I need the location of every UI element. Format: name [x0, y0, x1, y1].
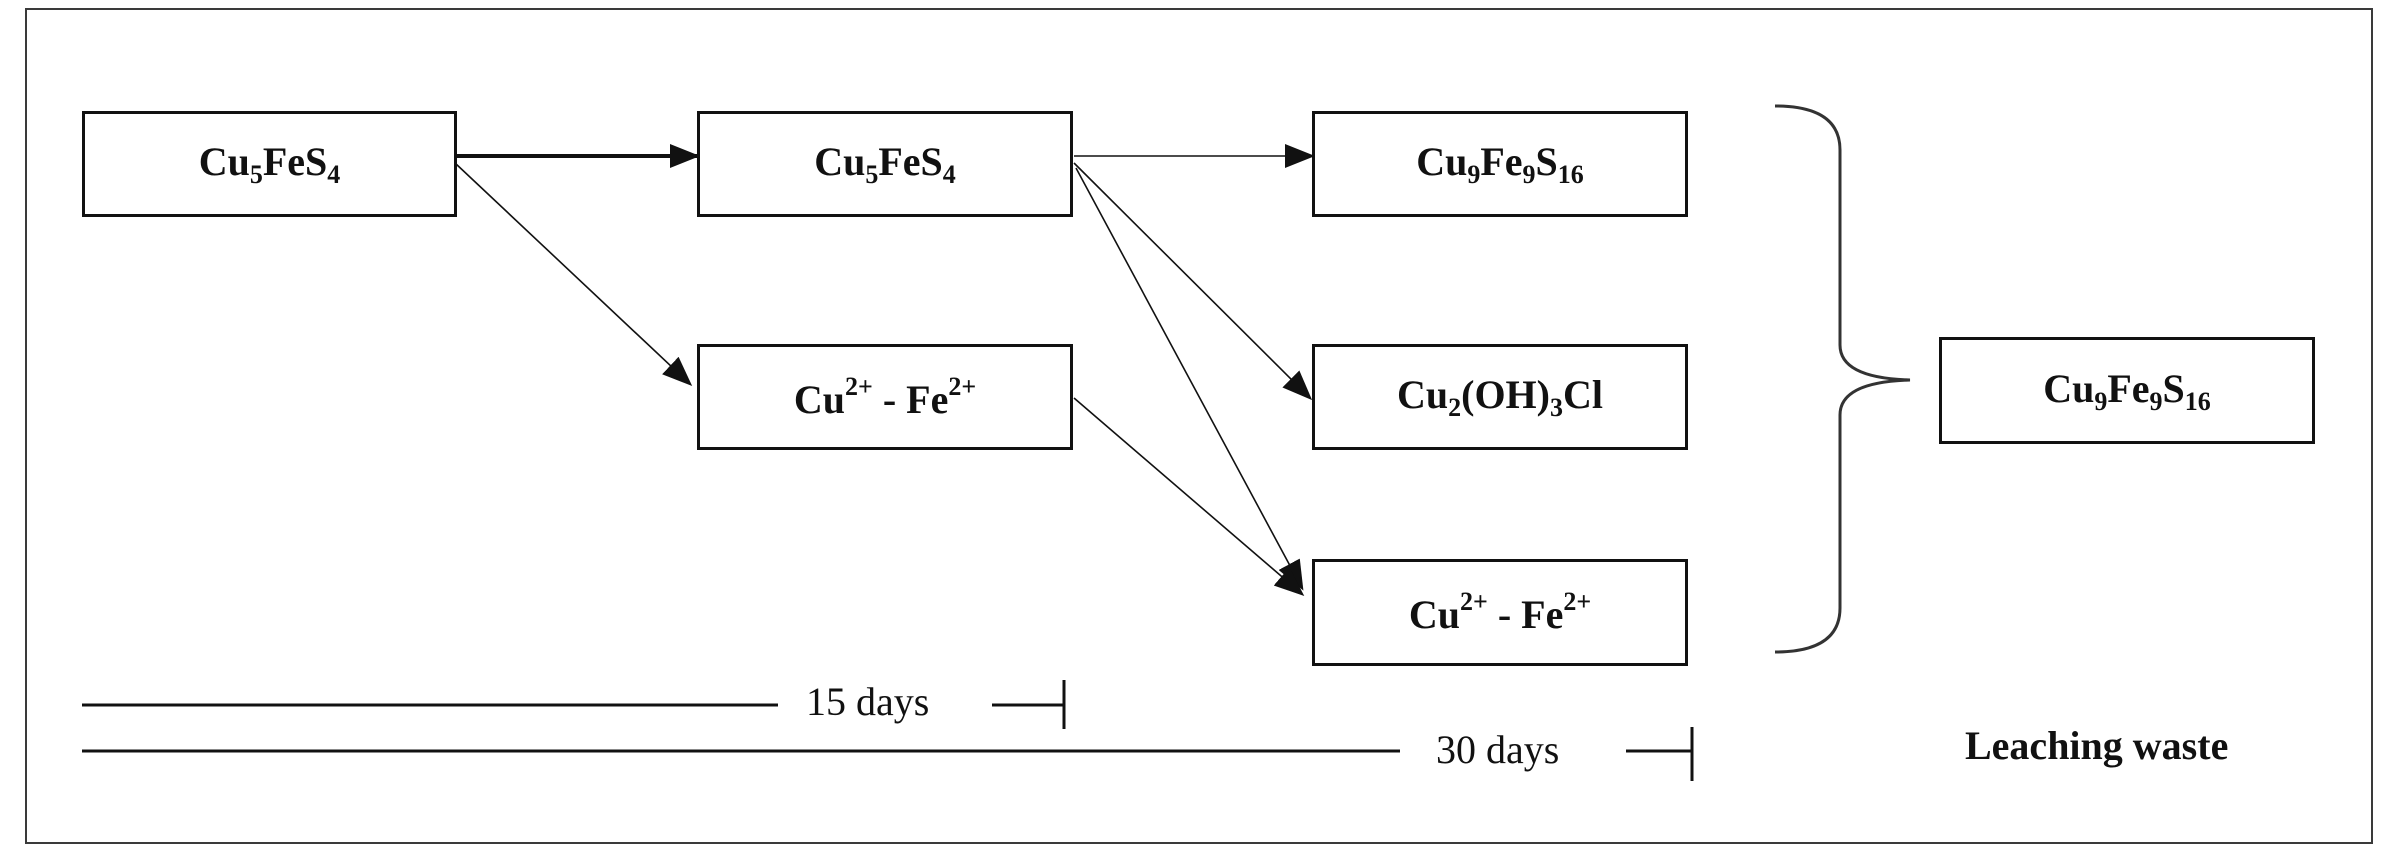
grouping-brace	[1774, 104, 1911, 654]
timeline-15-label: 15 days	[806, 679, 930, 724]
node-start: Cu5FeS4	[82, 111, 457, 217]
node-mid-ions: Cu2+ - Fe2+	[697, 344, 1073, 450]
node-waste: Cu9Fe9S16	[1939, 337, 2315, 444]
formula-text: Cu5FeS4	[814, 139, 956, 189]
node-end-ions: Cu2+ - Fe2+	[1312, 559, 1688, 666]
formula-text: Cu9Fe9S16	[2043, 365, 2211, 416]
formula-text: Cu2+ - Fe2+	[793, 371, 977, 422]
edge-mid-solid-to-end-chloride	[1073, 162, 1313, 401]
formula-text: Cu2(OH)3Cl	[1396, 372, 1603, 422]
leaching-waste-label: Leaching waste	[1965, 723, 2229, 768]
timeline-30-label: 30 days	[1436, 727, 1560, 772]
node-end-solid: Cu9Fe9S16	[1312, 111, 1688, 217]
node-end-chloride: Cu2(OH)3Cl	[1312, 344, 1688, 450]
formula-text: Cu9Fe9S16	[1416, 139, 1584, 189]
formula-text: Cu2+ - Fe2+	[1408, 587, 1592, 637]
edge-mid-ions-to-end-ions	[1073, 397, 1305, 596]
figure-frame	[25, 8, 2373, 844]
node-mid-solid: Cu5FeS4	[697, 111, 1073, 217]
edge-start-to-mid-ions	[454, 162, 693, 387]
formula-text: Cu5FeS4	[198, 139, 341, 189]
edge-mid-solid-to-end-ions	[1075, 167, 1304, 591]
